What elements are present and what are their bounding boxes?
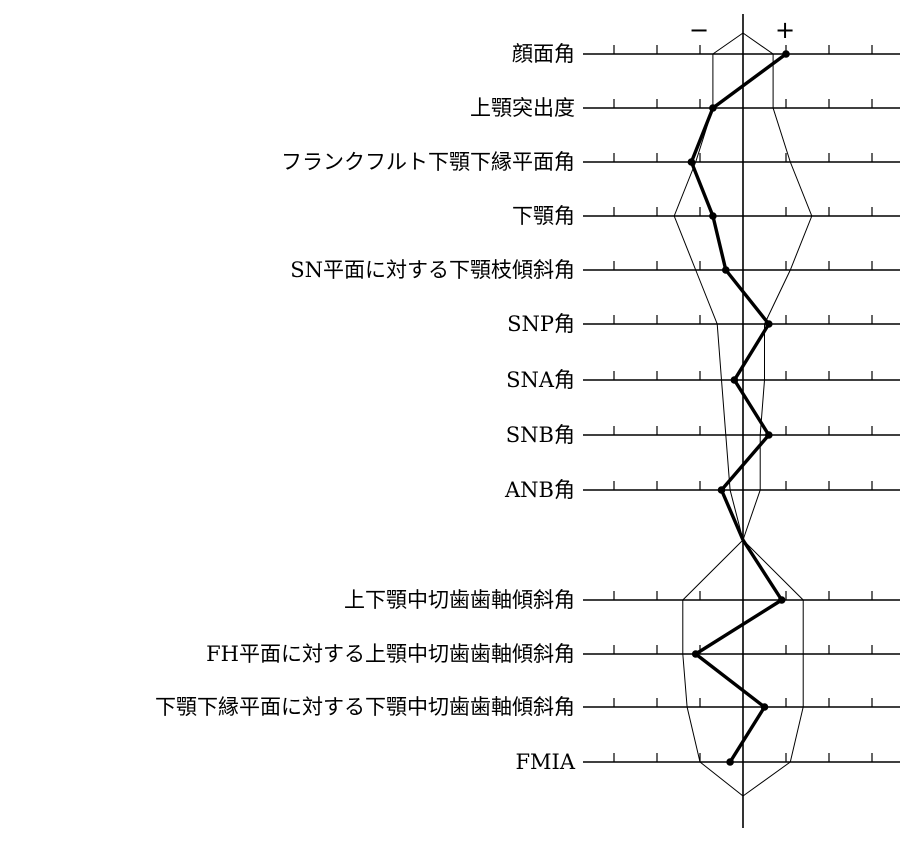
patient-data-point	[709, 212, 717, 220]
norm-band-minus-edge	[682, 539, 744, 797]
measurement-label: SNP角	[507, 312, 575, 336]
patient-data-point	[765, 320, 773, 328]
plus-sign-label: +	[775, 16, 795, 44]
patient-data-point	[709, 104, 717, 112]
minus-sign-label: −	[689, 16, 709, 44]
patient-series-line	[694, 539, 784, 763]
measurement-label: SNB角	[506, 423, 575, 447]
patient-data-point	[765, 431, 773, 439]
measurement-label: SNA角	[506, 368, 575, 392]
measurement-label: 顔面角	[512, 42, 575, 66]
measurement-label: FMIA	[515, 750, 575, 774]
patient-data-point	[687, 158, 696, 166]
measurement-row: FMIA	[515, 750, 900, 774]
patient-data-point	[691, 650, 700, 658]
measurement-row: フランクフルト下顎下縁平面角	[281, 150, 900, 174]
norm-band-plus-edge	[742, 539, 804, 797]
patient-data-point	[717, 486, 726, 494]
norm-band-plus-edge	[742, 32, 813, 541]
measurement-label: 上下顎中切歯歯軸傾斜角	[344, 588, 575, 612]
measurement-row: 下顎下縁平面に対する下顎中切歯歯軸傾斜角	[155, 695, 900, 719]
measurement-label: 下顎下縁平面に対する下顎中切歯歯軸傾斜角	[155, 695, 575, 719]
measurement-row: SNP角	[507, 312, 900, 336]
measurement-row: SNB角	[506, 423, 900, 447]
patient-data-point	[722, 266, 730, 274]
measurement-label: 上顎突出度	[470, 96, 575, 120]
measurement-row: SNA角	[506, 368, 900, 392]
measurement-row: ANB角	[504, 478, 900, 502]
patient-data-point	[777, 596, 786, 604]
measurement-row: 上顎突出度	[470, 96, 900, 120]
measurement-row: SN平面に対する下顎枝傾斜角	[290, 258, 900, 282]
patient-data-point	[782, 50, 790, 58]
measurement-label: FH平面に対する上顎中切歯歯軸傾斜角	[206, 642, 575, 666]
measurement-label: フランクフルト下顎下縁平面角	[281, 150, 575, 174]
measurement-label: SN平面に対する下顎枝傾斜角	[290, 258, 575, 282]
patient-data-point	[726, 758, 734, 766]
patient-data-point	[760, 703, 769, 711]
measurement-row: FH平面に対する上顎中切歯歯軸傾斜角	[206, 642, 900, 666]
measurement-row: 上下顎中切歯歯軸傾斜角	[344, 588, 900, 612]
measurement-row: 下顎角	[512, 204, 900, 228]
patient-data-point	[730, 376, 739, 384]
patient-profile-layer	[687, 50, 790, 766]
measurement-label: 下顎角	[512, 204, 575, 228]
norm-band-minus-edge	[673, 32, 744, 541]
patient-series-line	[689, 52, 788, 541]
measurement-row: 顔面角	[512, 42, 900, 66]
measurement-label: ANB角	[504, 478, 575, 502]
